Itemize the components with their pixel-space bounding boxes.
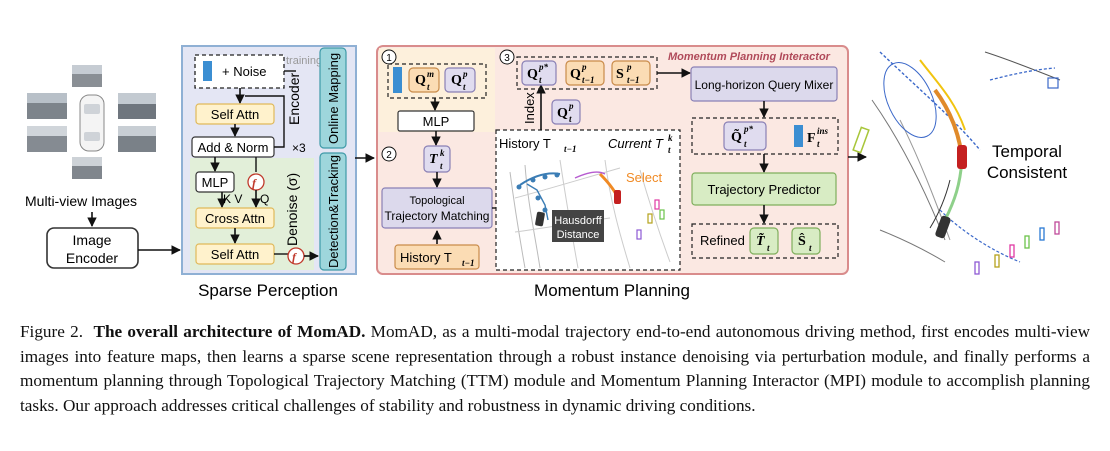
qm-sup: m	[427, 69, 434, 79]
qp-mid-sub: t	[569, 114, 572, 124]
mlp-label: MLP	[423, 114, 450, 129]
encoder-label-line1: Image	[73, 232, 112, 248]
qp-prev-sup: p	[581, 62, 587, 72]
qp-star-sub: t	[539, 75, 542, 85]
self-attn-label: Self Attn	[211, 107, 259, 122]
f-ins-sup: ins	[817, 126, 829, 136]
history-box-label: History T	[400, 250, 452, 265]
self-attn2-label: Self Attn	[211, 247, 259, 262]
qm-sub: t	[427, 82, 430, 92]
qp-sup: p	[462, 69, 468, 79]
select-label: Select	[626, 170, 663, 185]
hausdorff-label-line1: Hausdorff	[554, 215, 602, 227]
denoise-label: Denoise (σ)	[284, 173, 300, 246]
tk-sup: k	[440, 148, 445, 158]
sp-prev-symbol: S	[616, 67, 624, 82]
refined-label: Refined	[700, 233, 745, 248]
momentum-planning-panel: 1 Q m t Q p t MLP 2 T k t Topological Tr…	[376, 45, 849, 275]
image-encoder-box: Image Encoder	[46, 227, 139, 269]
ego-vehicle-marker	[614, 190, 621, 204]
momentum-planning-title: Momentum Planning	[534, 281, 690, 300]
qp-star-sup: p*	[538, 62, 549, 72]
step1-badge: 1	[386, 53, 392, 64]
mlp-label: MLP	[202, 175, 229, 190]
qp-star-symbol: Q	[527, 67, 538, 82]
qp-mid-symbol: Q	[557, 106, 568, 121]
perturbation-icon-2	[287, 247, 305, 265]
detection-tracking-label: Detection&Tracking	[326, 155, 341, 268]
noise-feature-icon	[203, 61, 212, 81]
t-tilde-sub: t	[767, 243, 770, 253]
images-label: Multi-view Images	[25, 193, 137, 209]
history-map-sub: t−1	[564, 144, 576, 154]
qtilde-sup: p*	[743, 124, 754, 134]
history-box-sub: t−1	[462, 258, 474, 268]
ego-vehicle-marker	[957, 145, 967, 169]
qp-prev-symbol: Q	[570, 67, 581, 82]
sp-prev-sub: t−1	[627, 75, 639, 85]
add-norm-label: Add & Norm	[198, 140, 269, 155]
predictor-label: Trajectory Predictor	[708, 182, 822, 197]
training-label: training	[286, 55, 322, 67]
ttm-label-line1: Topological	[409, 195, 464, 207]
caption-prefix: Figure 2.	[20, 322, 84, 341]
temporal-label-line2: Consistent	[987, 163, 1068, 182]
perturbation-icon	[247, 173, 265, 191]
caption-bold-title: The overall architecture of MomAD.	[93, 322, 366, 341]
encoder-label-line2: Encoder	[66, 250, 118, 266]
f-ins-sub: t	[817, 139, 820, 149]
tk-sub: t	[440, 161, 443, 171]
perturb-symbol-2: f	[292, 250, 297, 264]
current-map-sup: k	[668, 133, 673, 143]
qtilde-symbol: Q̃	[731, 128, 742, 145]
t-tilde-symbol: T̃	[756, 231, 766, 249]
index-label: Index	[522, 92, 537, 124]
times3-label: ×3	[292, 141, 306, 155]
cross-attn-label: Cross Attn	[205, 211, 265, 226]
sparse-perception-title: Sparse Perception	[198, 281, 338, 300]
hausdorff-label-line2: Distance	[557, 229, 600, 241]
perturb-symbol: f	[252, 176, 257, 190]
qp-mid-sup: p	[568, 101, 574, 111]
kv-label: K V	[223, 192, 242, 206]
qp-symbol: Q	[451, 73, 462, 88]
tk-symbol: T	[429, 152, 439, 167]
step2-badge: 2	[386, 150, 392, 161]
caption-text: MomAD, as a multi-modal trajectory end-t…	[20, 322, 1090, 415]
mixer-label: Long-horizon Query Mixer	[695, 78, 834, 92]
history-map-label: History T	[499, 136, 551, 151]
current-map-label: Current T	[608, 136, 664, 151]
temporal-label-line1: Temporal	[992, 142, 1062, 161]
current-map-sub: t	[668, 145, 671, 155]
feature-icon	[393, 67, 402, 93]
f-ins-symbol: F	[807, 131, 816, 146]
sparse-perception-panel: + Noise training Self Attn Add & Norm ×3…	[181, 45, 357, 275]
online-mapping-label: Online Mapping	[326, 53, 341, 144]
architecture-figure: Multi-view Images Image Encoder + Noise …	[25, 45, 1068, 300]
encoder-vertical-label: Encoder	[286, 73, 302, 125]
ins-feature-icon	[794, 125, 803, 147]
figure-caption: Figure 2. The overall architecture of Mo…	[20, 320, 1090, 418]
s-hat-sub: t	[809, 243, 812, 253]
q-label: Q	[260, 192, 269, 206]
qtilde-sub: t	[744, 139, 747, 149]
sp-prev-sup: p	[626, 62, 632, 72]
step3-badge: 3	[504, 53, 510, 64]
qm-symbol: Q	[415, 73, 426, 88]
noise-label: + Noise	[222, 64, 266, 79]
qp-prev-sub: t−1	[582, 75, 594, 85]
s-hat-symbol: Ŝ	[798, 232, 806, 249]
interactor-title: Momentum Planning Interactor	[668, 51, 831, 63]
ttm-label-line2: Trajectory Matching	[385, 209, 490, 223]
multi-view-images	[27, 65, 156, 179]
qp-sub: t	[463, 82, 466, 92]
ego-car-icon	[79, 94, 105, 152]
